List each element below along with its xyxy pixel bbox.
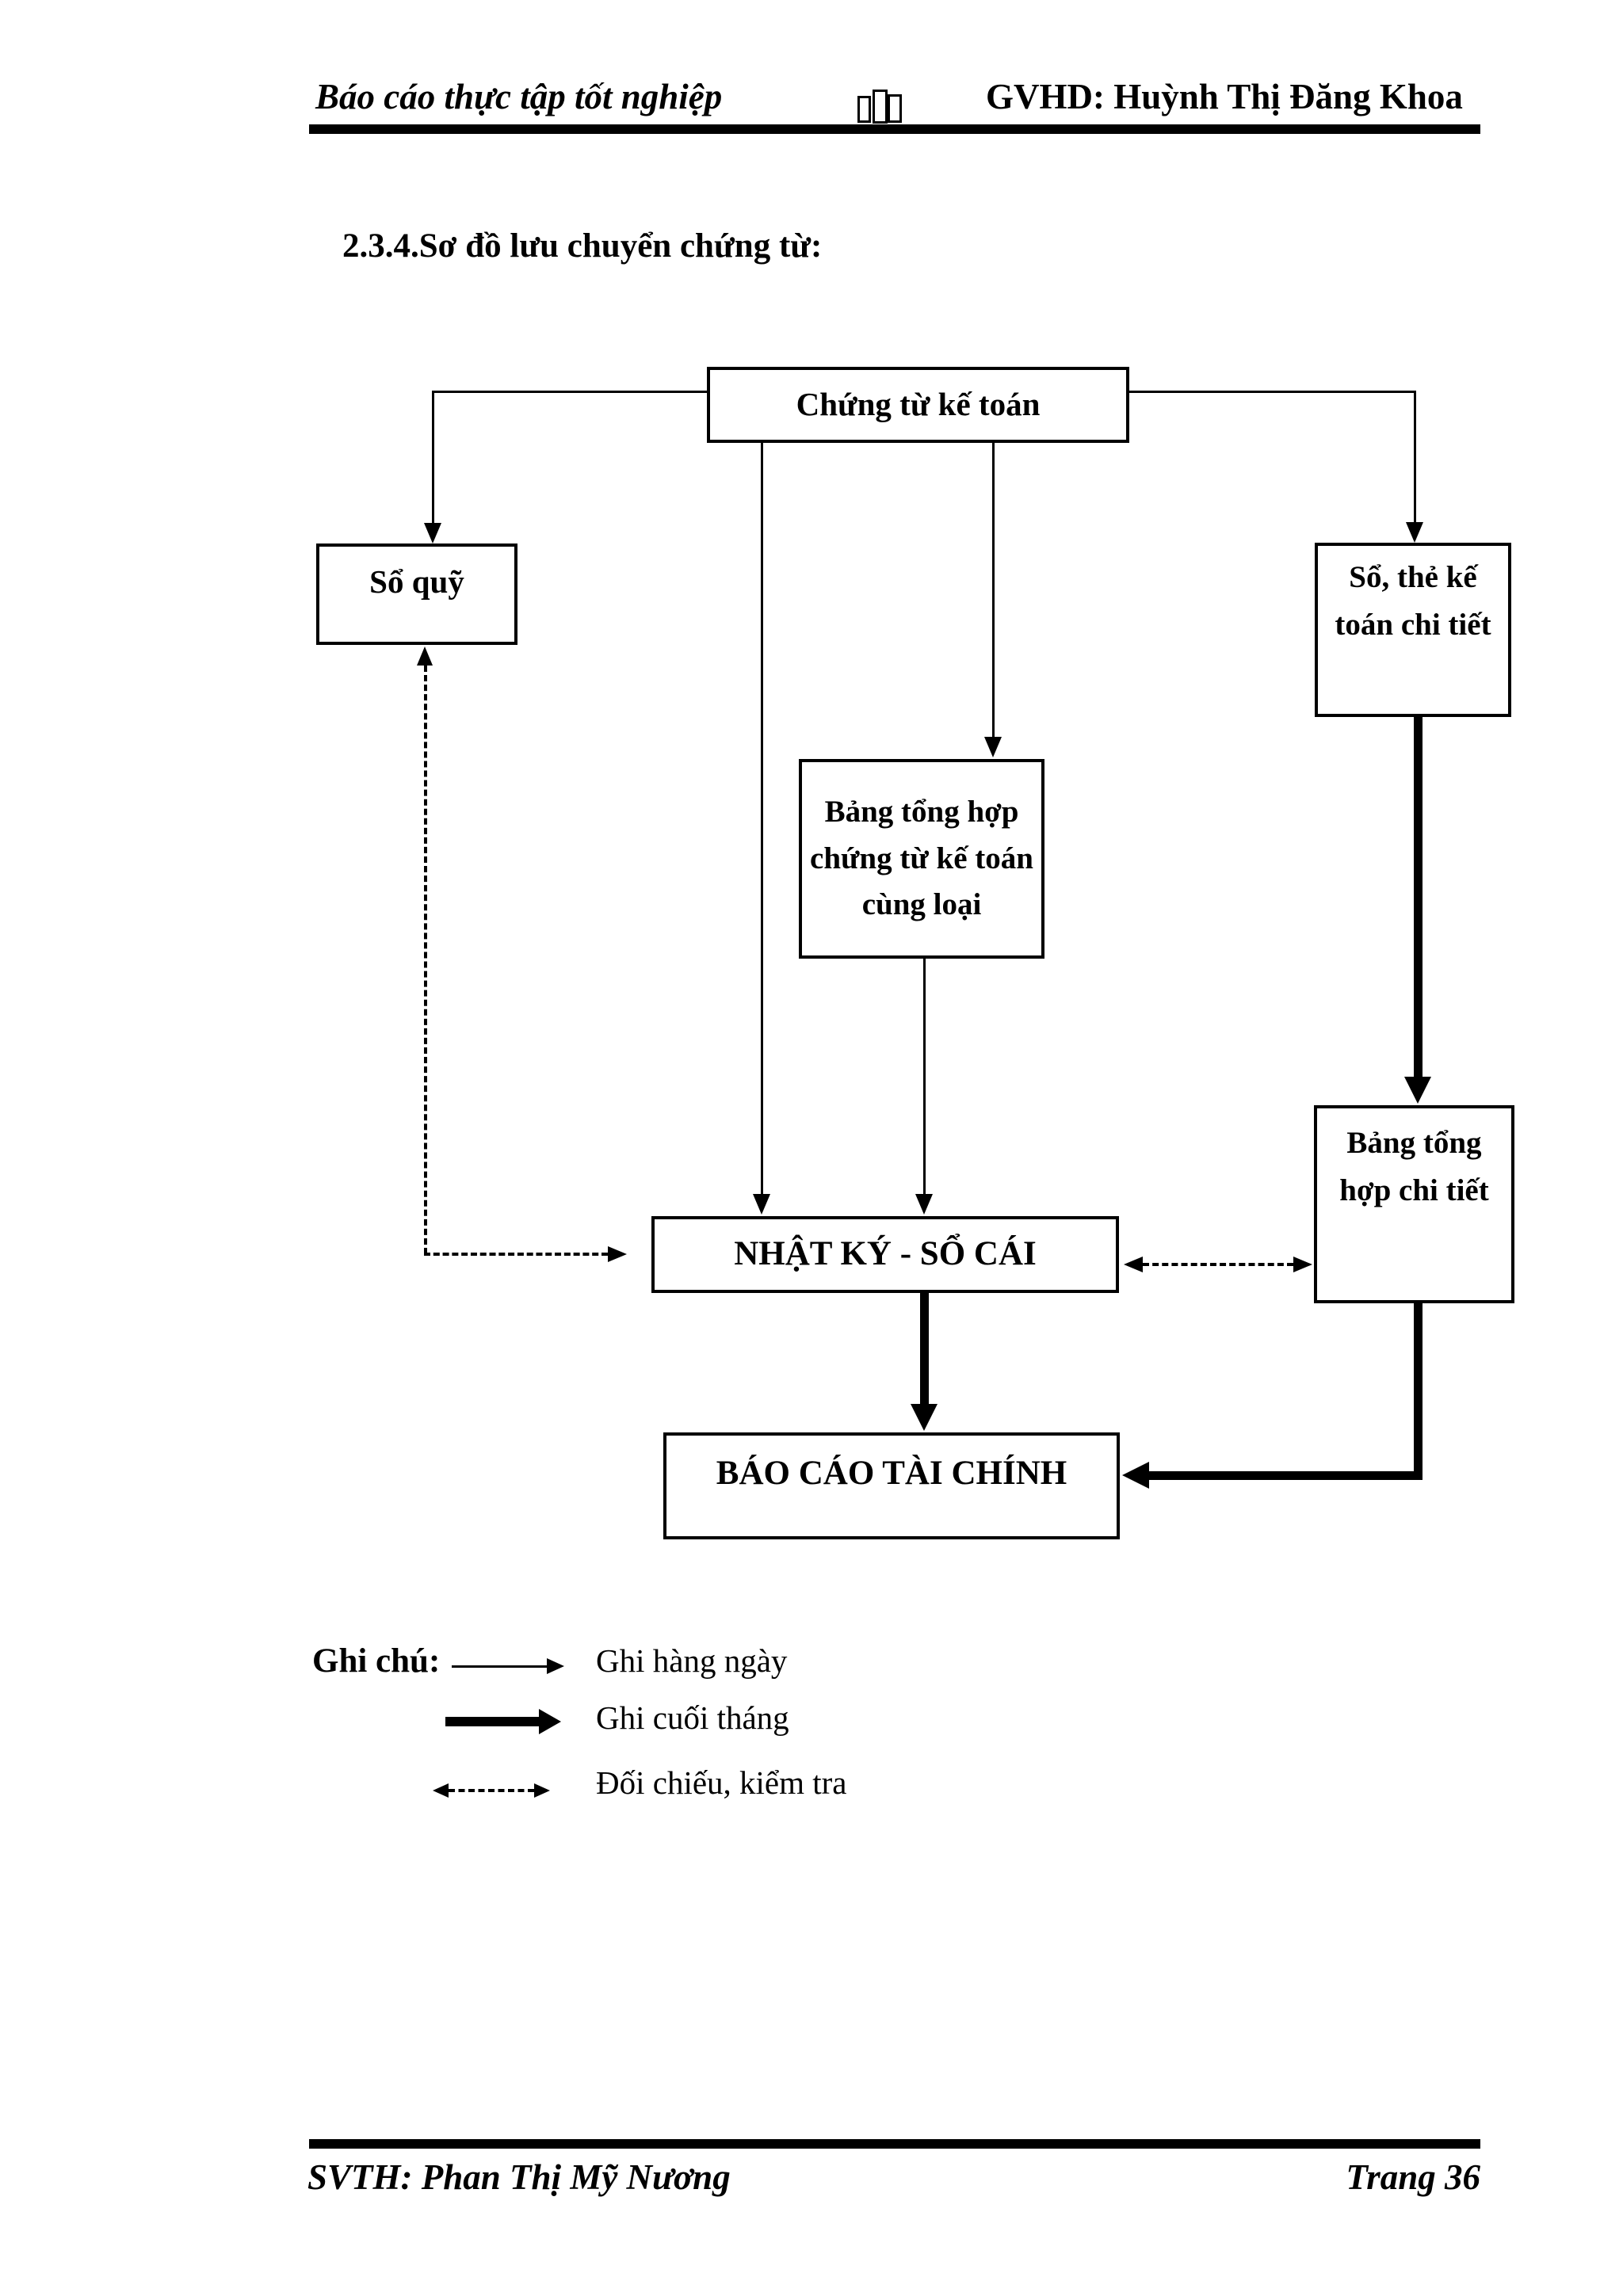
connector-chungtu-sothe-horizontal (1129, 391, 1416, 393)
connector-soquy-nhatky-dotted-vertical (424, 666, 427, 1254)
arrowhead-right-icon (608, 1246, 627, 1262)
legend-item-monthly: Ghi cuối tháng (596, 1699, 789, 1736)
legend-item-check: Đối chiếu, kiểm tra (596, 1764, 847, 1801)
connector-bangchitiet-baocao-vertical (1414, 1303, 1423, 1480)
arrowhead-down-icon (1406, 522, 1423, 543)
connector-sothe-bangchitiet (1414, 717, 1423, 1077)
node-chung-tu-ke-toan: Chứng từ kế toán (707, 367, 1129, 443)
node-nhat-ky-so-cai: NHẬT KÝ - SỔ CÁI (651, 1216, 1119, 1293)
legend-dotted-left-arrowhead-icon (433, 1783, 449, 1798)
legend-thin-arrow-icon (452, 1665, 547, 1668)
header-advisor: GVHD: Huỳnh Thị Đăng Khoa (986, 77, 1463, 116)
legend-dotted-right-arrowhead-icon (534, 1783, 550, 1798)
connector-chungtu-soquy-vertical (432, 391, 434, 523)
legend-title: Ghi chú: (312, 1642, 441, 1680)
section-title: 2.3.4.Sơ đồ lưu chuyển chứng từ: (342, 227, 823, 265)
arrowhead-up-icon (417, 646, 433, 666)
header-rule (309, 124, 1480, 134)
connector-chungtu-soquy-horizontal (433, 391, 707, 393)
connector-nhatky-bangchitiet-dotted (1143, 1263, 1293, 1266)
footer-rule (309, 2139, 1480, 2149)
arrowhead-down-thick-icon (1404, 1077, 1431, 1104)
legend-dotted-line-icon (449, 1789, 534, 1792)
connector-nhatky-baocao (920, 1293, 929, 1404)
node-so-quy: Sổ quỹ (316, 543, 517, 645)
connector-soquy-nhatky-dotted-horizontal (424, 1253, 608, 1256)
footer-student: SVTH: Phan Thị Mỹ Nương (307, 2157, 731, 2197)
arrowhead-right-icon (1293, 1257, 1312, 1272)
arrowhead-down-icon (915, 1194, 933, 1215)
header-left-title: Báo cáo thực tập tốt nghiệp (315, 77, 723, 116)
node-bang-tong-hop-chung-tu: Bảng tổng hợp chứng từ kế toán cùng loại (799, 759, 1044, 959)
legend-item-daily: Ghi hàng ngày (596, 1642, 788, 1679)
connector-chungtu-bangth (992, 443, 995, 737)
connector-chungtu-sothe-vertical (1414, 391, 1416, 522)
connector-bangth-nhatky (923, 959, 926, 1194)
arrowhead-down-thick-icon (911, 1404, 938, 1431)
connector-chungtu-nhatky (761, 443, 763, 1194)
arrowhead-down-icon (984, 737, 1002, 757)
legend-thick-arrow-icon (445, 1717, 539, 1726)
node-bao-cao-tai-chinh: BÁO CÁO TÀI CHÍNH (663, 1432, 1120, 1539)
node-bang-tong-hop-chi-tiet: Bảng tổng hợp chi tiết (1314, 1105, 1514, 1303)
node-so-the-ke-toan-chi-tiet: Sổ, thẻ kế toán chi tiết (1315, 543, 1511, 717)
legend-thin-arrowhead-icon (547, 1658, 564, 1674)
connector-bangchitiet-baocao-horizontal (1149, 1471, 1423, 1480)
footer-page-number: Trang 36 (1346, 2157, 1480, 2197)
arrowhead-left-thick-icon (1122, 1462, 1149, 1489)
arrowhead-left-icon (1124, 1257, 1143, 1272)
arrowhead-down-icon (753, 1194, 770, 1215)
legend-thick-arrowhead-icon (539, 1709, 561, 1734)
arrowhead-down-icon (424, 523, 441, 543)
